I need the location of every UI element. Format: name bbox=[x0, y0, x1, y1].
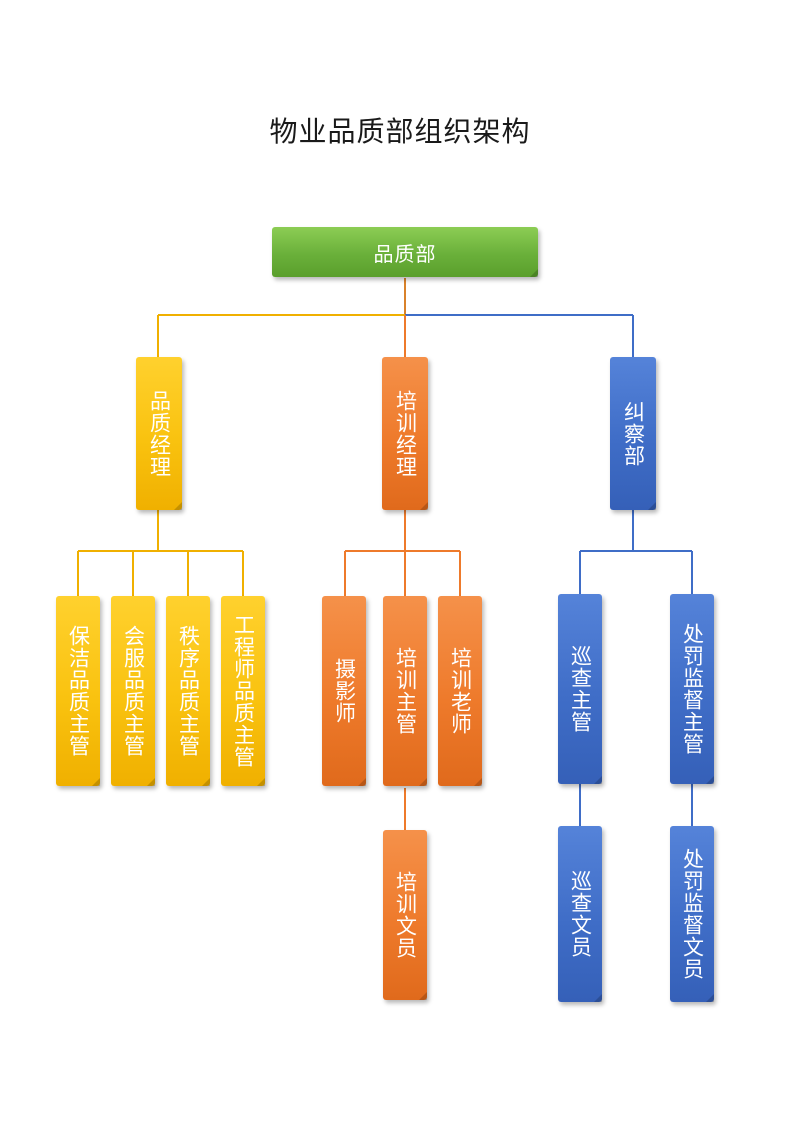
node-quality-order: 秩序品质主管 bbox=[166, 596, 210, 786]
node-root: 品质部 bbox=[272, 227, 538, 277]
node-dept-training: 培训经理 bbox=[382, 357, 428, 510]
node-dept-training-label: 培训经理 bbox=[393, 389, 418, 478]
node-training-clerk: 培训文员 bbox=[383, 830, 427, 1000]
node-dept-inspection: 纠察部 bbox=[610, 357, 656, 510]
node-dept-quality: 品质经理 bbox=[136, 357, 182, 510]
node-dept-inspection-label: 纠察部 bbox=[621, 400, 646, 467]
node-quality-service: 会服品质主管 bbox=[111, 596, 155, 786]
node-label: 培训文员 bbox=[393, 871, 418, 959]
node-label: 培训主管 bbox=[393, 647, 418, 735]
node-dept-quality-label: 品质经理 bbox=[147, 389, 172, 478]
node-label: 会服品质主管 bbox=[121, 625, 146, 757]
node-label: 巡查文员 bbox=[568, 870, 593, 958]
node-label: 工程师品质主管 bbox=[231, 614, 256, 768]
node-quality-cleaning: 保洁品质主管 bbox=[56, 596, 100, 786]
node-training-teacher: 培训老师 bbox=[438, 596, 482, 786]
node-training-photographer: 摄影师 bbox=[322, 596, 366, 786]
node-inspection-penalty-supervisor: 处罚监督主管 bbox=[670, 594, 714, 784]
node-label: 秩序品质主管 bbox=[176, 625, 201, 757]
node-label: 摄影师 bbox=[332, 658, 357, 724]
node-inspection-patrol-supervisor: 巡查主管 bbox=[558, 594, 602, 784]
node-inspection-patrol-clerk: 巡查文员 bbox=[558, 826, 602, 1002]
node-label: 处罚监督文员 bbox=[680, 848, 705, 980]
node-quality-engineer: 工程师品质主管 bbox=[221, 596, 265, 786]
node-label: 保洁品质主管 bbox=[66, 625, 91, 757]
node-label: 处罚监督主管 bbox=[680, 623, 705, 755]
page-title: 物业品质部组织架构 bbox=[269, 115, 531, 148]
node-training-supervisor: 培训主管 bbox=[383, 596, 427, 786]
node-inspection-penalty-clerk: 处罚监督文员 bbox=[670, 826, 714, 1002]
node-label: 培训老师 bbox=[448, 647, 473, 735]
node-root-label: 品质部 bbox=[373, 241, 437, 266]
node-label: 巡查主管 bbox=[568, 645, 593, 733]
